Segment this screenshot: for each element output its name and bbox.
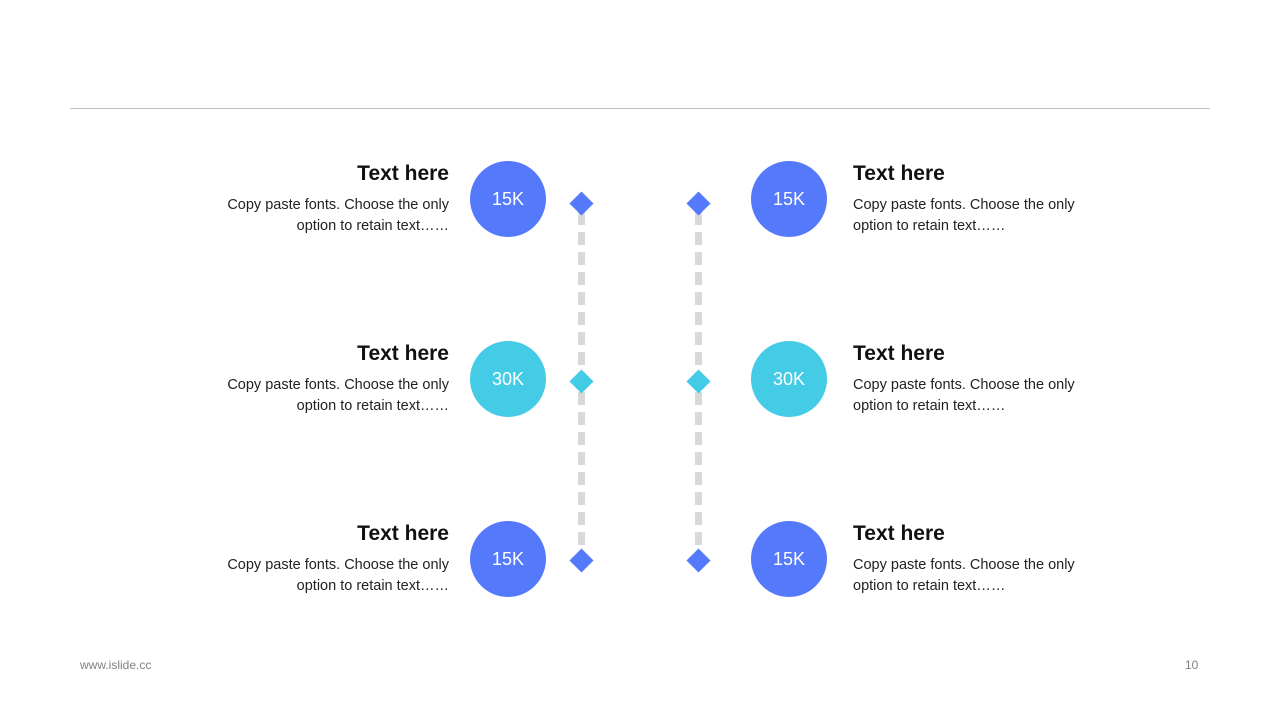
timeline-diamond-icon bbox=[686, 369, 711, 394]
value-circle: 15K bbox=[751, 521, 827, 597]
value-circle: 30K bbox=[470, 341, 546, 417]
footer-website: www.islide.cc bbox=[80, 658, 152, 672]
item-title: Text here bbox=[357, 342, 449, 365]
value-circle: 15K bbox=[751, 161, 827, 237]
value-circle: 15K bbox=[470, 521, 546, 597]
value-circle: 15K bbox=[470, 161, 546, 237]
value-circle: 30K bbox=[751, 341, 827, 417]
item-description: Copy paste fonts. Choose the only option… bbox=[227, 377, 449, 414]
item-description: Copy paste fonts. Choose the only option… bbox=[227, 557, 449, 594]
top-divider bbox=[70, 108, 1210, 109]
item-title: Text here bbox=[853, 342, 945, 365]
item-title: Text here bbox=[853, 522, 945, 545]
item-title: Text here bbox=[357, 162, 449, 185]
timeline-diamond-icon bbox=[686, 548, 711, 573]
timeline-diamond-icon bbox=[686, 191, 711, 216]
page-number: 10 bbox=[1185, 658, 1199, 672]
item-description: Copy paste fonts. Choose the only option… bbox=[853, 377, 1075, 414]
timeline-diamond-icon bbox=[569, 548, 594, 573]
timeline-diamond-icon bbox=[569, 191, 594, 216]
item-title: Text here bbox=[357, 522, 449, 545]
item-description: Copy paste fonts. Choose the only option… bbox=[853, 557, 1075, 594]
timeline-diamond-icon bbox=[569, 369, 594, 394]
item-description: Copy paste fonts. Choose the only option… bbox=[227, 197, 449, 234]
item-description: Copy paste fonts. Choose the only option… bbox=[853, 197, 1075, 234]
item-title: Text here bbox=[853, 162, 945, 185]
